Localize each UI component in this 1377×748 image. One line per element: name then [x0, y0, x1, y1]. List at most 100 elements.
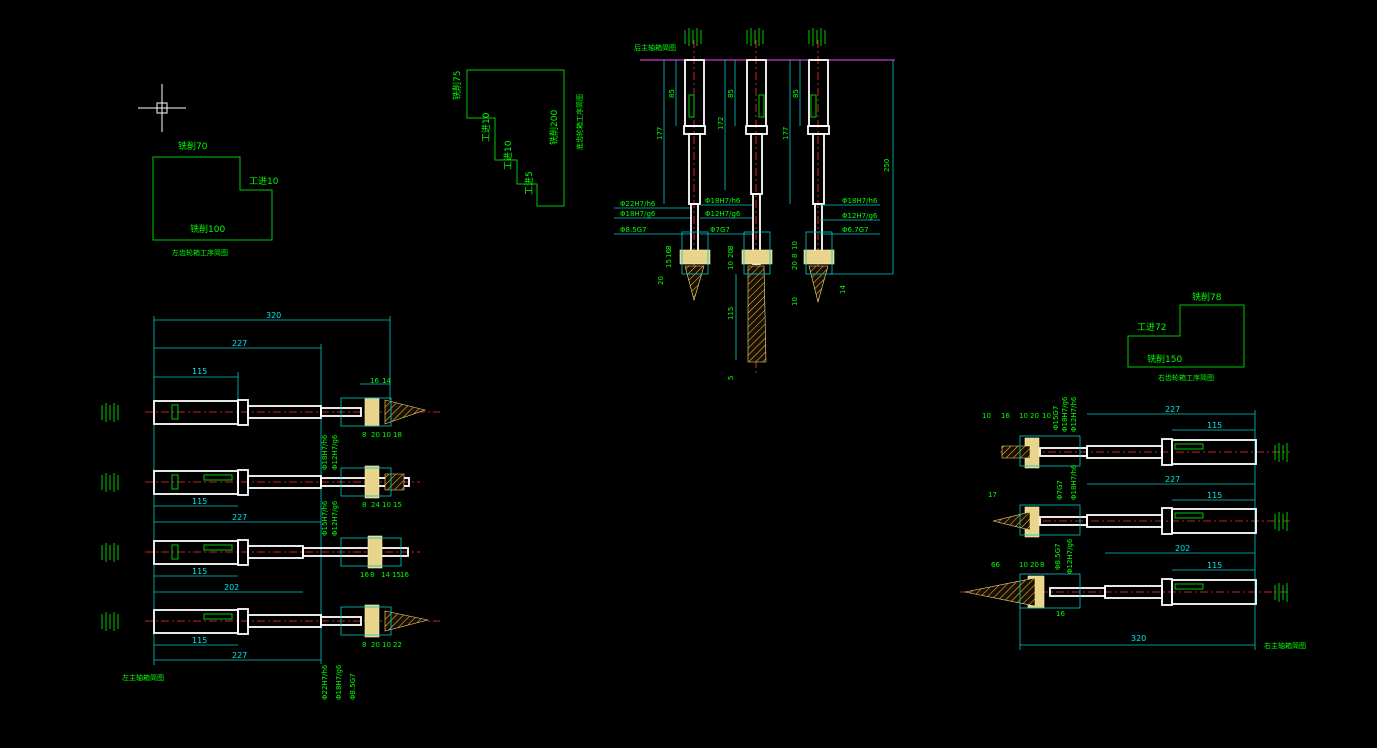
sketch1-cut3: 铣削100	[190, 223, 225, 235]
dimension-label: 14	[839, 285, 847, 294]
sketch3-cut1: 铣削78	[1192, 291, 1222, 303]
dimension-label: 14	[381, 571, 390, 579]
sketch1-cut2: 工进10	[249, 176, 279, 187]
dimension-label: 24	[371, 501, 380, 509]
dimension-label: 17	[988, 491, 997, 499]
left-spindle-4	[145, 604, 440, 638]
right-assembly-caption: 右主轴箱简图	[1264, 641, 1306, 650]
dimension-label: 8	[362, 501, 366, 509]
dimension-label: 10	[727, 261, 735, 270]
dimension-label: 15	[665, 259, 673, 268]
dimension-label: 115	[1207, 491, 1222, 500]
dimension-label: Φ22H7/h6	[620, 200, 656, 208]
dimension-label: 8	[665, 246, 673, 250]
dimension-label: 20	[727, 249, 735, 258]
sketch2-cut5: 铣削200	[548, 110, 560, 145]
left-dim-115-top: 115	[192, 367, 207, 376]
left-spindle-small-dims: 8 20 10 18 8 24 10 15 16 8 14 15 16 8 20…	[360, 431, 409, 649]
dimension-label: 18	[393, 431, 402, 439]
left-fit-1: Φ18H7/h6	[321, 434, 329, 470]
left-spindle-1	[145, 397, 440, 427]
dimension-label: 8	[370, 571, 374, 579]
left-fit-5: Φ22H7/h6	[321, 664, 329, 700]
left-dim-115-d: 115	[192, 636, 207, 645]
dimension-label: 8	[791, 254, 799, 258]
left-dim-115-c: 115	[192, 567, 207, 576]
sketch3-cut2: 工进72	[1137, 322, 1166, 333]
left-fit-4: Φ12H7/g6	[331, 500, 339, 536]
dimension-label: 20	[1030, 412, 1039, 420]
dimension-label: 227	[1165, 405, 1180, 414]
dimension-label: 227	[1165, 475, 1180, 484]
sketch2-cut1: 铣削75	[451, 71, 463, 100]
dimension-label: Φ18H7/h6	[842, 197, 878, 205]
dimension-label: 16	[400, 571, 409, 579]
right-spindle-2	[992, 504, 1290, 538]
sketch3-note: 右齿轮箱工序简图	[1158, 373, 1214, 382]
left-dim-115-b: 115	[192, 497, 207, 506]
left-dim-14: 14	[382, 377, 391, 385]
dimension-label: Φ8.5G7	[1054, 543, 1062, 570]
dimension-label: 10	[1019, 412, 1028, 420]
dimension-label: 177	[782, 127, 790, 140]
dimension-label: 20	[1030, 561, 1039, 569]
left-dim-320: 320	[266, 311, 281, 320]
sketch2-cut3: 工进10	[503, 140, 514, 170]
dimension-label: 66	[991, 561, 1000, 569]
sketch3-cut3: 铣削150	[1147, 353, 1182, 365]
dimension-label: Φ12H7/h6	[1070, 396, 1078, 432]
dimension-label: 85	[792, 89, 800, 98]
sketch-right-gearbox: 铣削78 工进72 铣削150 右齿轮箱工序简图	[1127, 291, 1245, 382]
left-dim-16: 16	[370, 377, 379, 385]
dimension-label: 15	[392, 571, 401, 579]
left-dim-227-b: 227	[232, 513, 247, 522]
crosshair-cursor	[138, 84, 186, 132]
dimension-label: 16	[1001, 412, 1010, 420]
left-fit-6: Φ18H7/g6	[335, 664, 343, 700]
left-fit-2: Φ12H7/g6	[331, 434, 339, 470]
left-dim-227-d: 227	[232, 651, 247, 660]
dimension-label: 250	[883, 159, 891, 172]
dimension-label: 10	[1042, 412, 1051, 420]
dimension-label: 20	[657, 276, 665, 285]
left-assembly-caption: 左主轴箱简图	[122, 673, 164, 682]
top-spindle-assembly: 后主轴箱简图	[614, 28, 895, 380]
dimension-label: 16	[360, 571, 369, 579]
left-fit-7: Φ8.5G7	[349, 673, 357, 700]
right-spindle-1	[1000, 435, 1290, 469]
dimension-label: Φ6.7G7	[842, 226, 869, 234]
left-spindle-2	[145, 465, 420, 499]
dimension-label: 20	[371, 641, 380, 649]
top-assembly-caption: 后主轴箱简图	[634, 43, 676, 52]
sketch1-cut1: 铣削70	[178, 140, 208, 152]
right-chuck-symbols	[1274, 443, 1288, 602]
dimension-label: 115	[727, 307, 735, 320]
top-spindle-1	[679, 28, 711, 302]
dimension-label: 8	[362, 641, 366, 649]
dimension-label: 10	[791, 297, 799, 306]
dimension-label: 20	[791, 261, 799, 270]
dimension-label: 10	[791, 241, 799, 250]
left-chuck-symbols	[101, 403, 119, 631]
dimension-label: 8	[1040, 561, 1044, 569]
dimension-label: 85	[668, 89, 676, 98]
dimension-label: Φ18H7/g6	[1061, 396, 1069, 432]
dimension-label: Φ7G7	[710, 226, 730, 234]
dimension-label: Φ18H7/h6	[705, 197, 741, 205]
dimension-label: 10	[382, 501, 391, 509]
sketch2-note: 底齿轮箱工序简图	[575, 94, 584, 150]
dimension-label: Φ18H7/g6	[620, 210, 656, 218]
dimension-label: 8	[727, 246, 735, 250]
dimension-label: Φ8.5G7	[620, 226, 647, 234]
dimension-label: 22	[393, 641, 402, 649]
dimension-label: 16	[1056, 610, 1065, 618]
left-spindle-3	[145, 535, 420, 569]
left-spindle-assembly: 320 227 115 16 14	[101, 311, 440, 700]
dimension-label: 20	[371, 431, 380, 439]
dimension-label: 115	[1207, 421, 1222, 430]
sketch2-cut2: 工进10	[481, 112, 492, 142]
dimension-label: Φ15G7	[1052, 406, 1060, 430]
top-spindle-2	[741, 28, 773, 375]
dimension-label: 5	[727, 376, 735, 380]
